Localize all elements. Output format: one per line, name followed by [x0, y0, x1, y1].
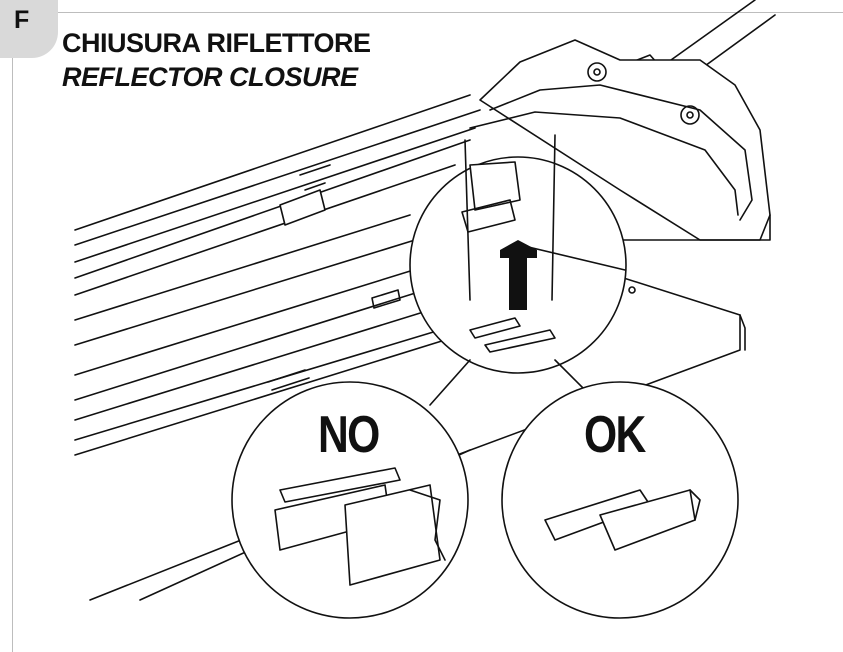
magnifier-circle — [409, 134, 627, 374]
page-frame — [12, 12, 843, 652]
detail-no — [231, 381, 469, 619]
push-up-arrow-icon — [500, 240, 537, 310]
step-badge: F — [0, 0, 58, 58]
detail-ok — [501, 381, 739, 619]
title-english: REFLECTOR CLOSURE — [62, 62, 358, 92]
label-no: NO — [318, 406, 380, 464]
title-italian: CHIUSURA RIFLETTORE — [62, 28, 371, 58]
end-cap — [469, 39, 771, 241]
luminaire-body — [74, 94, 481, 456]
label-ok: OK — [584, 406, 646, 464]
step-letter: F — [14, 6, 30, 34]
